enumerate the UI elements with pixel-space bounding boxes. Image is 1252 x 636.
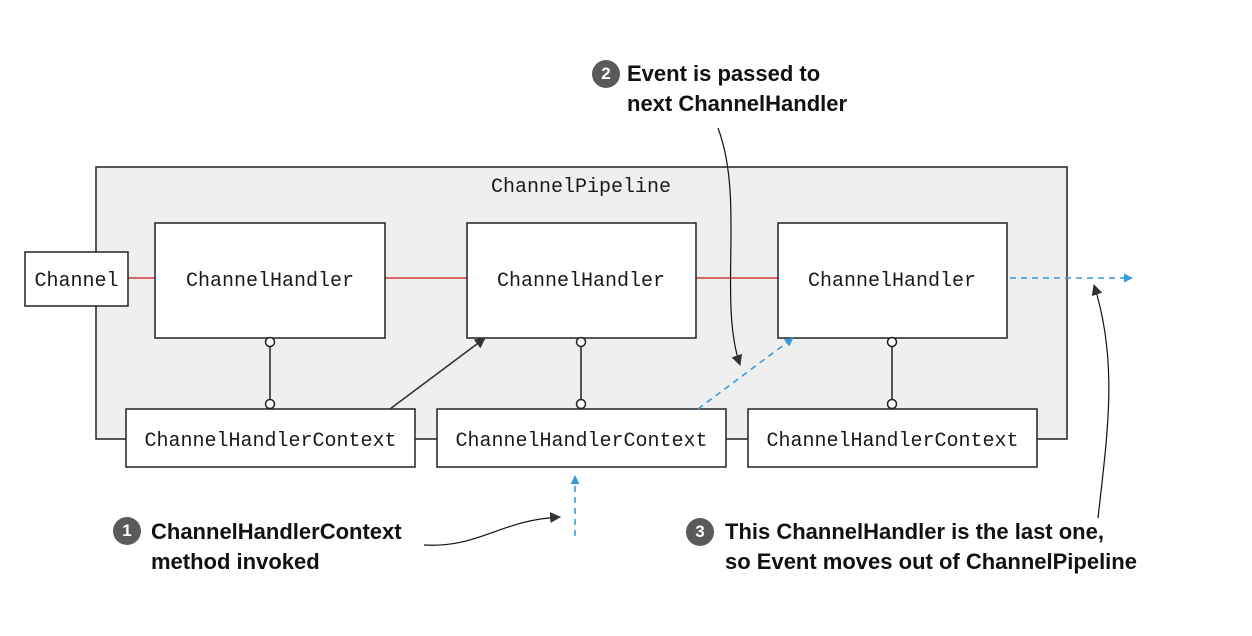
context-box-2 bbox=[436, 408, 727, 468]
context1-to-handler2-arrow bbox=[389, 337, 486, 410]
callout-2-text: Event is passed to next ChannelHandler bbox=[627, 59, 847, 119]
context-label-1: ChannelHandlerContext bbox=[144, 430, 396, 453]
context-box-1 bbox=[125, 408, 416, 468]
channel-label: Channel bbox=[34, 270, 118, 293]
callout-2-pointer bbox=[717, 127, 743, 367]
handler-label-2: ChannelHandler bbox=[497, 270, 665, 293]
handler-label-3: ChannelHandler bbox=[808, 270, 976, 293]
callout-3-badge: 3 bbox=[686, 518, 714, 546]
callout-1-line-2: method invoked bbox=[151, 549, 320, 574]
handler-box-3 bbox=[777, 222, 1008, 339]
handler-label-1: ChannelHandler bbox=[186, 270, 354, 293]
callout-3-line-2: so Event moves out of ChannelPipeline bbox=[725, 549, 1137, 574]
callout-3-line-1: This ChannelHandler is the last one, bbox=[725, 519, 1104, 544]
callout-2-line-1: Event is passed to bbox=[627, 61, 821, 86]
callout-3-text: This ChannelHandler is the last one, so … bbox=[725, 517, 1137, 577]
callout-1-badge: 1 bbox=[113, 517, 141, 545]
context2-to-handler3-arrow bbox=[697, 337, 794, 410]
pipeline-label: ChannelPipeline bbox=[491, 176, 671, 199]
context-box-3 bbox=[747, 408, 1038, 468]
callout-2-badge: 2 bbox=[592, 60, 620, 88]
callout-3-pointer bbox=[1091, 283, 1110, 519]
context-label-3: ChannelHandlerContext bbox=[766, 430, 1018, 453]
connector-3 bbox=[886, 336, 898, 410]
context-label-2: ChannelHandlerContext bbox=[455, 430, 707, 453]
callout-1-text: ChannelHandlerContext method invoked bbox=[151, 517, 402, 577]
handler-box-2 bbox=[466, 222, 697, 339]
callout-1-pointer bbox=[423, 512, 562, 546]
connector-1 bbox=[264, 336, 276, 410]
handler-box-1 bbox=[154, 222, 386, 339]
channel-box bbox=[24, 251, 129, 307]
callout-1-line-1: ChannelHandlerContext bbox=[151, 519, 402, 544]
callout-2-line-2: next ChannelHandler bbox=[627, 91, 848, 116]
